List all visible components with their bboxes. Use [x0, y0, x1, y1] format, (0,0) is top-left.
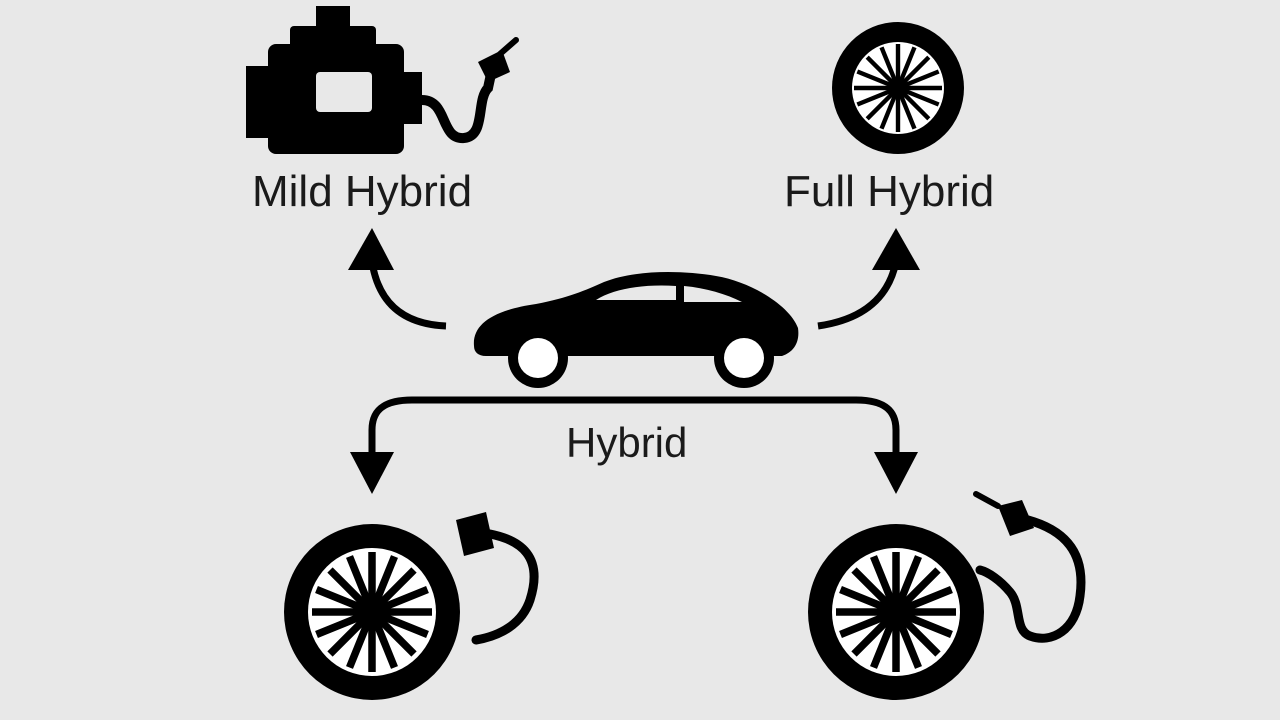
engine-with-plug-icon	[246, 6, 519, 154]
wheel-icon	[832, 22, 964, 154]
arrow-to-mild-hybrid	[348, 228, 447, 330]
wheel-with-plug-icon-left	[284, 512, 539, 700]
car-icon	[473, 272, 799, 388]
label-full-hybrid: Full Hybrid	[784, 167, 995, 216]
hybrid-split-arrow	[350, 396, 918, 494]
arrow-to-full-hybrid	[817, 228, 920, 330]
label-mild-hybrid: Mild Hybrid	[252, 167, 473, 216]
wheel-with-plug-icon-right	[808, 491, 1086, 700]
label-hybrid: Hybrid	[566, 419, 688, 466]
